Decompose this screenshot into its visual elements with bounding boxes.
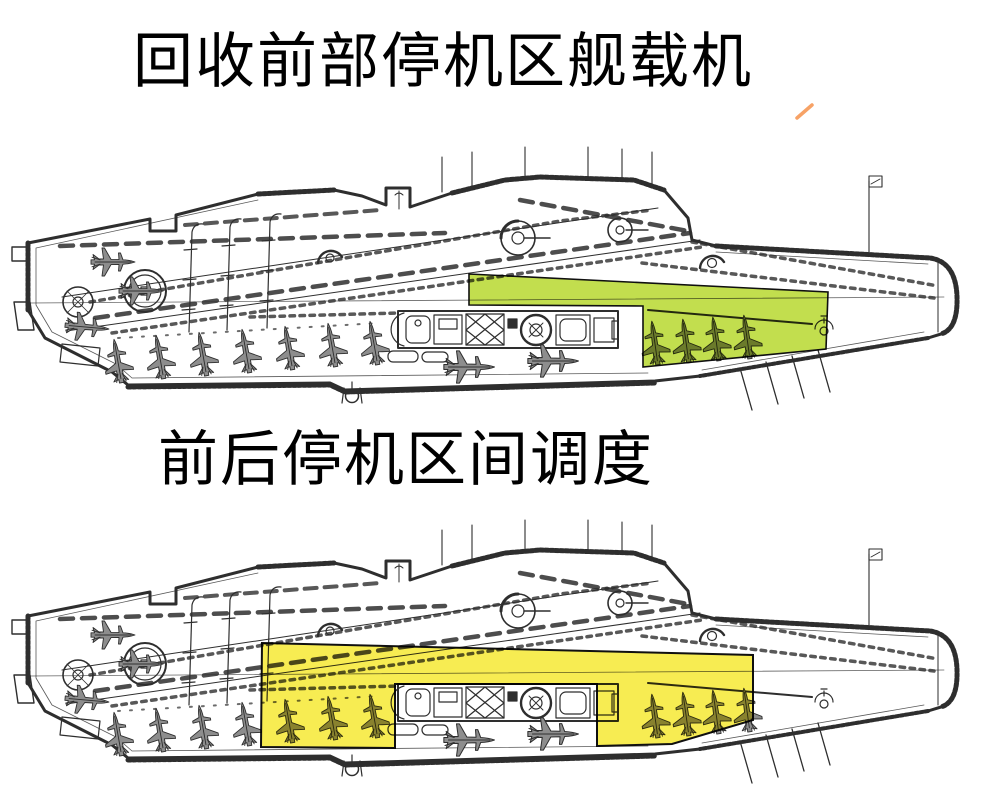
title-fore-aft-scheduling: 前后停机区间调度 <box>158 427 654 493</box>
highlight-fore-aft-parking-areas <box>259 641 754 750</box>
highlight-forward-parking-area <box>468 273 829 368</box>
accent-stroke <box>795 103 814 120</box>
title-recover-forward-parking: 回收前部停机区舰载机 <box>133 29 753 95</box>
